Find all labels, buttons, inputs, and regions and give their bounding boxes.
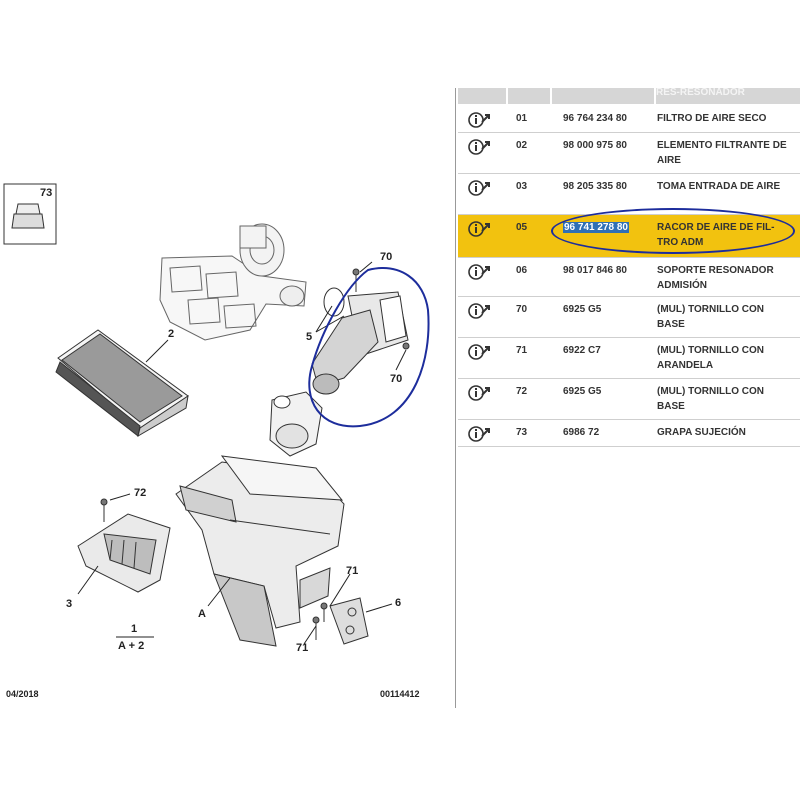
- info-arrow-icon[interactable]: [468, 343, 494, 361]
- callout-70-top: 70: [380, 251, 392, 263]
- row-reference: 6925 G5: [563, 386, 602, 397]
- row-index: 03: [516, 181, 528, 192]
- info-arrow-icon[interactable]: [468, 179, 494, 197]
- info-arrow-icon[interactable]: [468, 263, 494, 281]
- callout-6: 6: [395, 597, 401, 609]
- row-index: 06: [516, 265, 528, 276]
- row-reference: 98 017 846 80: [563, 265, 627, 276]
- row-description: SOPORTE RESONADOR ADMISIÓN: [657, 265, 774, 291]
- row-index: 72: [516, 386, 528, 397]
- table-row[interactable]: 02 98 000 975 80 ELEMENTO FILTRANTE DE AIR…: [458, 133, 800, 174]
- callout-A: A: [198, 608, 206, 620]
- callout-73: 73: [40, 187, 52, 199]
- annotation-loop: [308, 267, 430, 428]
- row-description: GRAPA SUJECIÓN: [657, 427, 746, 438]
- footer-code: 00114412: [380, 689, 420, 699]
- exploded-parts-diagram: 73 2 70 5 70 72 3 A 71 6 71 1 A + 2: [3, 183, 430, 654]
- formula-bottom: A + 2: [118, 640, 144, 652]
- row-index: 71: [516, 345, 528, 356]
- annotation-circle: [551, 208, 795, 254]
- row-description: (MUL) TORNILLO CON BASE: [657, 386, 765, 412]
- row-reference: 6986 72: [563, 427, 600, 438]
- info-arrow-icon[interactable]: [468, 220, 494, 238]
- row-reference: 96 764 234 80: [563, 113, 627, 124]
- panel-divider: [455, 88, 456, 708]
- footer-date: 04/2018: [6, 689, 39, 699]
- row-reference: 6925 G5: [563, 304, 602, 315]
- info-arrow-icon[interactable]: [468, 138, 494, 156]
- callout-70-bottom: 70: [390, 373, 402, 385]
- table-row[interactable]: 06 98 017 846 80 SOPORTE RESONADOR ADMISIÓ…: [458, 258, 800, 297]
- table-row[interactable]: 70 6925 G5 (MUL) TORNILLO CON BASE: [458, 297, 800, 338]
- row-index: 73: [516, 427, 528, 438]
- row-description: FILTRO DE AIRE SECO: [657, 113, 767, 124]
- info-arrow-icon[interactable]: [468, 384, 494, 402]
- air-filter-element-part: [55, 329, 189, 438]
- turbo-manifold-part: [159, 223, 307, 341]
- row-index: 02: [516, 140, 528, 151]
- info-arrow-icon[interactable]: [468, 425, 494, 443]
- callout-5: 5: [306, 331, 312, 343]
- air-hose-part-5: [311, 287, 409, 395]
- callout-71-right: 71: [346, 565, 358, 577]
- row-description: TOMA ENTRADA DE AIRE: [657, 181, 781, 192]
- table-row[interactable]: 72 6925 G5 (MUL) TORNILLO CON BASE: [458, 379, 800, 420]
- row-description: (MUL) TORNILLO CON ARANDELA: [657, 345, 765, 371]
- callout-2: 2: [168, 328, 174, 340]
- callout-71-bottom: 71: [296, 642, 308, 654]
- air-filter-housing-part-A: [175, 455, 345, 647]
- air-inlet-part-3: [77, 513, 171, 593]
- row-reference: 98 205 335 80: [563, 181, 627, 192]
- throttle-body-part: [269, 391, 323, 457]
- row-description: (MUL) TORNILLO CON BASE: [657, 304, 765, 330]
- header-label: RES-RESONADOR: [656, 88, 800, 104]
- table-header: RES-RESONADOR: [458, 88, 800, 106]
- info-arrow-icon[interactable]: [468, 111, 494, 129]
- screws: [100, 268, 410, 640]
- row-index: 01: [516, 113, 528, 124]
- callout-leaders: [77, 261, 407, 645]
- clip-73-inset: [3, 183, 57, 245]
- row-index: 70: [516, 304, 528, 315]
- table-row[interactable]: 73 6986 72 GRAPA SUJECIÓN: [458, 420, 800, 447]
- row-description: ELEMENTO FILTRANTE DE AIRE: [657, 140, 787, 166]
- parts-table: RES-RESONADOR 01 96 764 234 80 FILTRO DE A…: [458, 88, 800, 447]
- callout-3: 3: [66, 598, 72, 610]
- row-index: 05: [516, 222, 528, 233]
- row-reference: 98 000 975 80: [563, 140, 627, 151]
- info-arrow-icon[interactable]: [468, 302, 494, 320]
- formula-top: 1: [131, 623, 137, 635]
- callout-72: 72: [134, 487, 146, 499]
- bracket-part-6: [329, 597, 369, 645]
- row-reference: 6922 C7: [563, 345, 601, 356]
- table-row[interactable]: 71 6922 C7 (MUL) TORNILLO CON ARANDELA: [458, 338, 800, 379]
- table-row[interactable]: 01 96 764 234 80 FILTRO DE AIRE SECO: [458, 106, 800, 133]
